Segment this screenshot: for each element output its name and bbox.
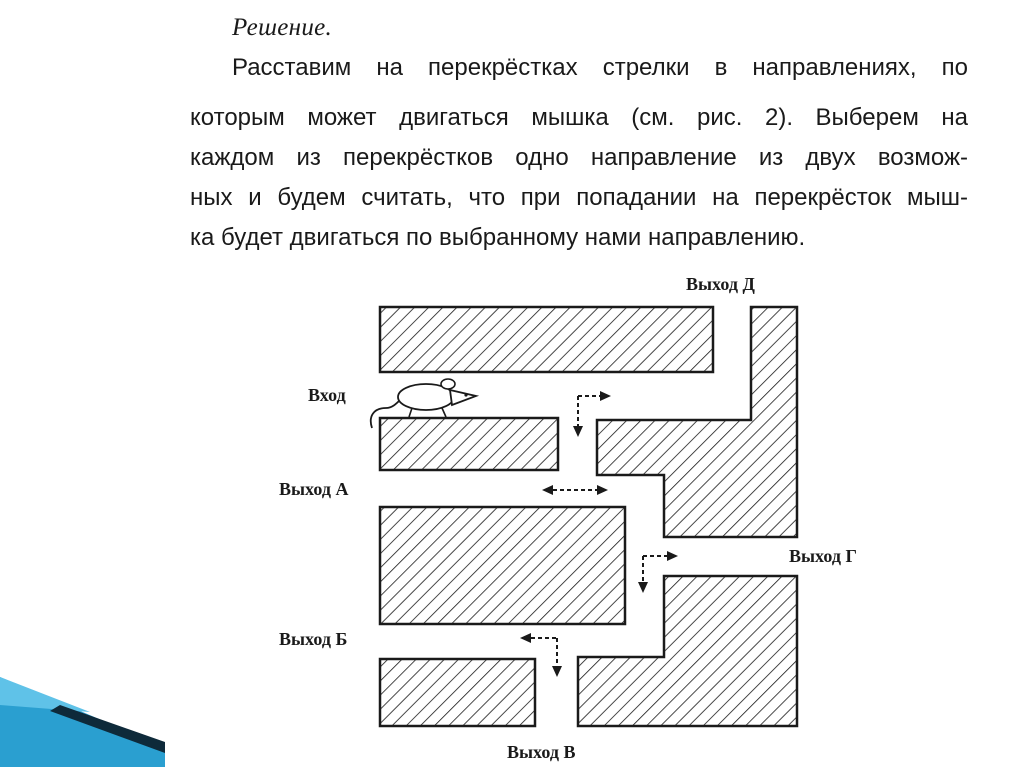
- paragraph-line-2: которым может двигаться мышка (см. рис. …: [190, 104, 968, 131]
- mouse-icon: [369, 378, 480, 429]
- label-exit-g: Выход Г: [789, 546, 857, 566]
- arrow-left-right-icon: [542, 485, 608, 495]
- arrow-down-icon: [552, 638, 562, 677]
- arrow-down-icon: [573, 396, 583, 437]
- paragraph-line-1: Расставим на перекрёстках стрелки в напр…: [232, 54, 968, 81]
- maze-wall-right-lower: [576, 574, 799, 728]
- arrow-left-icon: [520, 633, 557, 643]
- label-exit-a: Выход А: [279, 479, 348, 499]
- label-exit-b: Выход Б: [279, 629, 347, 649]
- arrow-down-icon: [638, 556, 648, 593]
- arrow-right-icon: [643, 551, 678, 561]
- maze-wall-middle: [378, 505, 627, 626]
- paragraph-line-4: ных и будем считать, что при попадании н…: [190, 184, 968, 211]
- slide-corner-decoration: [0, 677, 165, 767]
- label-entrance: Вход: [308, 385, 346, 405]
- maze-wall-entrance: [378, 416, 560, 472]
- label-exit-v: Выход В: [507, 742, 575, 762]
- maze-wall-top: [378, 305, 715, 374]
- maze-wall-bottom-left: [378, 657, 537, 728]
- maze-wall-right-upper: [595, 305, 799, 539]
- solution-heading: Решение.: [232, 14, 333, 41]
- paragraph-line-5: ка будет двигаться по выбранному нами на…: [190, 224, 806, 251]
- label-exit-d: Выход Д: [686, 274, 755, 294]
- arrow-right-icon: [578, 391, 611, 401]
- paragraph-line-3: каждом из перекрёстков одно направление …: [190, 144, 968, 171]
